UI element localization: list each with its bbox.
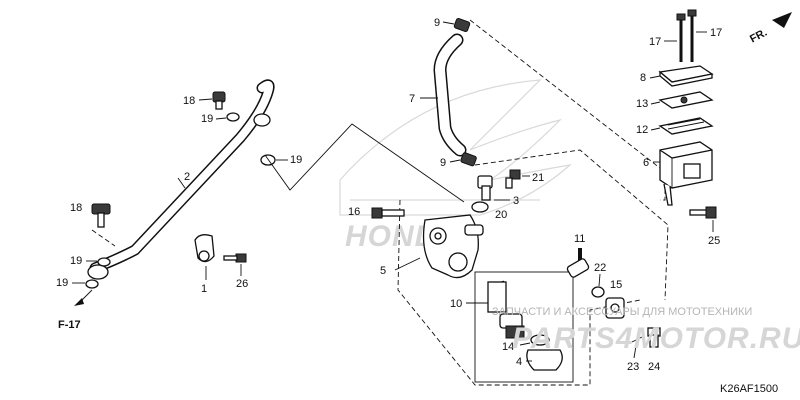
callout-18-lower: 18 [70, 202, 82, 214]
callout-16: 16 [348, 206, 360, 218]
master-cylinder-body-5 [422, 214, 484, 279]
callout-12: 12 [636, 124, 648, 136]
washer-19-mid [260, 154, 276, 166]
hose-clamp-1 [194, 234, 215, 263]
watermark-text: ЗАПЧАСТИ И АКСЕССУАРЫ ДЛЯ МОТОТЕХНИКИ [492, 306, 752, 318]
callout-8: 8 [640, 72, 646, 84]
callout-24: 24 [648, 361, 660, 373]
callout-1: 1 [201, 283, 207, 295]
callout-11: 11 [574, 233, 585, 245]
bolt-18-lower [91, 203, 111, 228]
front-arrow-icon [772, 12, 792, 28]
callout-26: 26 [236, 278, 248, 290]
callout-23: 23 [627, 361, 639, 373]
callout-10: 10 [450, 298, 462, 310]
reservoir-hose-7 [433, 33, 467, 157]
washer-19-upper [226, 112, 240, 122]
reservoir-screw-17-b [687, 9, 697, 62]
pushrod-11 [566, 248, 590, 278]
callout-3: 3 [513, 195, 519, 207]
front-direction-label: FR. [748, 27, 769, 46]
reference-arrow-icon [74, 298, 84, 306]
reservoir-hose-assembly [87, 79, 275, 280]
callout-2: 2 [184, 171, 190, 183]
o-ring-20 [471, 201, 489, 213]
bolt-26 [223, 253, 247, 263]
watermark-logo: PARTS4MOTOR.RU [512, 322, 800, 355]
callout-15: 15 [610, 279, 622, 291]
callout-13: 13 [636, 98, 648, 110]
diagram-code: K26AF1500 [720, 383, 778, 395]
callout-5: 5 [380, 265, 386, 277]
callout-21: 21 [532, 172, 544, 184]
bolt-16 [371, 207, 405, 219]
callout-14: 14 [502, 341, 514, 353]
hose-clip-9-lower [460, 152, 477, 167]
callout-20: 20 [495, 209, 507, 221]
bolt-25 [689, 206, 717, 219]
cotter-pin-23 [631, 336, 643, 343]
washer-19-lower-b [85, 279, 99, 289]
callout-18-upper: 18 [183, 95, 195, 107]
reservoir-6 [659, 141, 713, 206]
hose-joint-3 [477, 175, 493, 201]
callout-17-right: 17 [710, 27, 722, 39]
callout-7: 7 [409, 93, 415, 105]
diaphragm-12 [658, 117, 714, 135]
reservoir-screw-17-a [676, 13, 686, 62]
callout-19-b: 19 [290, 154, 302, 166]
nut-22 [591, 286, 605, 298]
diaphragm-plate-13 [658, 91, 714, 109]
reference-label: F-17 [58, 319, 81, 331]
callout-9-upper: 9 [434, 17, 440, 29]
washer-19-lower-a [97, 257, 111, 267]
clevis-15 [605, 297, 625, 319]
boot-4 [526, 349, 563, 371]
bolt-18-upper [212, 91, 226, 110]
callout-17-left: 17 [649, 36, 661, 48]
front-direction-indicator: FR. [748, 12, 792, 46]
piston-set-box [474, 271, 574, 383]
reservoir-cap-8 [658, 65, 714, 87]
circlip-14 [530, 334, 550, 346]
callout-22: 22 [594, 262, 606, 274]
callout-6: 6 [643, 157, 649, 169]
piston-spring-10 [487, 280, 525, 339]
screw-21 [505, 169, 521, 189]
pin-24 [647, 327, 661, 348]
callout-4: 4 [516, 356, 522, 368]
callout-19-a: 19 [201, 113, 213, 125]
callout-19-d: 19 [56, 277, 68, 289]
hose-clip-9-upper [453, 17, 471, 33]
callout-9-lower: 9 [440, 157, 446, 169]
callout-19-c: 19 [70, 255, 82, 267]
callout-25: 25 [708, 235, 720, 247]
